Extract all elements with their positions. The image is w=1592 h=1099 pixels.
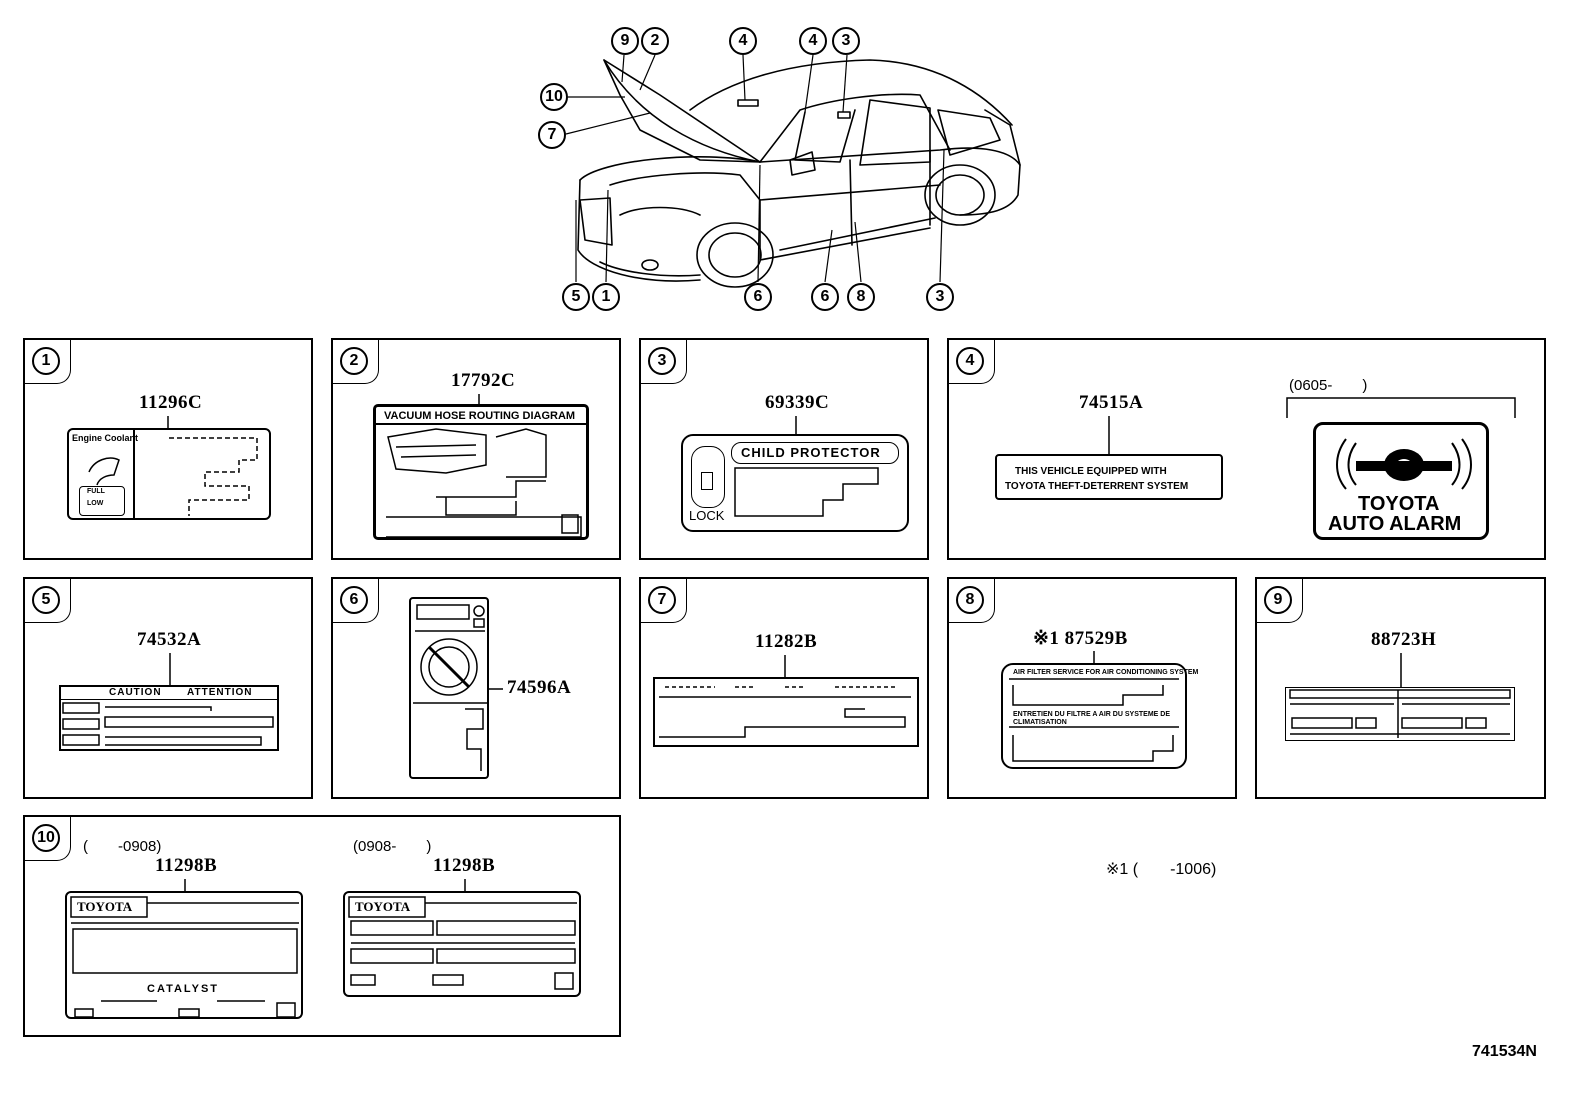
vacuum-hose-label: VACUUM HOSE ROUTING DIAGRAM bbox=[373, 404, 589, 540]
part-number: 11296C bbox=[139, 392, 203, 413]
coolant-label: Engine Coolant FULL LOW bbox=[67, 428, 271, 520]
lock-text: LOCK bbox=[689, 508, 725, 523]
callout-3-bottom: 3 bbox=[926, 283, 954, 311]
vehicle-emission-label-a: TOYOTA CATALYST bbox=[65, 891, 303, 1019]
callout-1: 1 bbox=[592, 283, 620, 311]
date-range-a: ( -0908) bbox=[83, 838, 162, 855]
part-number: 17792C bbox=[451, 370, 516, 391]
part-number: ※1 87529B bbox=[1033, 628, 1128, 649]
part-number-b: 11298B bbox=[433, 855, 496, 876]
full-mark: FULL bbox=[87, 488, 105, 495]
caution-label: CAUTION ATTENTION bbox=[59, 685, 279, 751]
caution-text: CAUTION bbox=[109, 687, 162, 698]
part-number: 74515A bbox=[1079, 392, 1144, 413]
date-range-b: (0908- ) bbox=[353, 838, 432, 855]
panel-number: 4 bbox=[956, 347, 984, 375]
panel-number: 5 bbox=[32, 586, 60, 614]
low-mark: LOW bbox=[87, 500, 104, 507]
theft-line-1: THIS VEHICLE EQUIPPED WITH bbox=[1015, 466, 1167, 477]
panel-5: 5 74532A CAUTION ATTENTION bbox=[23, 577, 313, 799]
panel-number: 7 bbox=[648, 586, 676, 614]
car-drawing bbox=[565, 54, 1021, 288]
auto-alarm-label: TOYOTA AUTO ALARM bbox=[1313, 422, 1489, 540]
panel-4: 4 74515A (0605- ) THIS VEHICLE EQUIPPED … bbox=[947, 338, 1546, 560]
attention-text: ATTENTION bbox=[187, 687, 253, 698]
panel-10: 10 ( -0908) 11298B (0908- ) 11298B TOYOT… bbox=[23, 815, 621, 1037]
panel-number: 9 bbox=[1264, 586, 1292, 614]
panel-number: 6 bbox=[340, 586, 368, 614]
callout-4-windshield: 4 bbox=[729, 27, 757, 55]
panel-1: 1 11296C Engine Coolant FULL LOW bbox=[23, 338, 313, 560]
air-filter-label: AIR FILTER SERVICE FOR AIR CONDITIONING … bbox=[1001, 663, 1198, 769]
tire-pressure-label bbox=[409, 597, 489, 779]
alarm-line-2: AUTO ALARM bbox=[1328, 513, 1462, 535]
part-number: 74596A bbox=[507, 677, 572, 698]
callout-6-front: 6 bbox=[744, 283, 772, 311]
toyota-text-a: TOYOTA bbox=[77, 899, 133, 914]
catalyst-text: CATALYST bbox=[147, 983, 220, 995]
air-filter-en: AIR FILTER SERVICE FOR AIR CONDITIONING … bbox=[1013, 669, 1199, 676]
tire-info-label bbox=[653, 677, 919, 747]
panel-2: 2 17792C VACUUM HOSE ROUTING DIAGRAM bbox=[331, 338, 621, 560]
panel-number: 1 bbox=[32, 347, 60, 375]
panel-number: 3 bbox=[648, 347, 676, 375]
callout-3-top: 3 bbox=[832, 27, 860, 55]
theft-line-2: TOYOTA THEFT-DETERRENT SYSTEM bbox=[1005, 481, 1189, 492]
panel-number: 10 bbox=[32, 824, 60, 852]
callout-8: 8 bbox=[847, 283, 875, 311]
panel-number: 8 bbox=[956, 586, 984, 614]
part-number: 11282B bbox=[755, 631, 818, 652]
emission-info-label bbox=[1285, 687, 1515, 741]
callout-5: 5 bbox=[562, 283, 590, 311]
child-protector-title: CHILD PROTECTOR bbox=[741, 445, 881, 460]
callout-9: 9 bbox=[611, 27, 639, 55]
panel-8: 8 ※1 87529B AIR FILTER SERVICE FOR AIR C… bbox=[947, 577, 1237, 799]
diagram-id: 741534N bbox=[1472, 1043, 1537, 1060]
part-number: 88723H bbox=[1371, 629, 1437, 650]
vacuum-title: VACUUM HOSE ROUTING DIAGRAM bbox=[384, 410, 576, 422]
alarm-line-1: TOYOTA bbox=[1358, 493, 1440, 515]
air-filter-fr: ENTRETIEN DU FILTRE A AIR DU SYSTEME DE … bbox=[1013, 711, 1170, 726]
part-number-a: 11298B bbox=[155, 855, 218, 876]
panel-7: 7 11282B bbox=[639, 577, 929, 799]
part-number: 69339C bbox=[765, 392, 830, 413]
panel-6: 6 74596A bbox=[331, 577, 621, 799]
panel-3: 3 69339C LOCK CHILD PROTECTOR bbox=[639, 338, 929, 560]
callout-7: 7 bbox=[538, 121, 566, 149]
coolant-title: Engine Coolant bbox=[72, 433, 138, 443]
footnote: ※1 ( -1006) bbox=[1106, 861, 1217, 878]
callout-10: 10 bbox=[540, 83, 568, 111]
date-range: (0605- ) bbox=[1289, 377, 1368, 394]
theft-deterrent-label: THIS VEHICLE EQUIPPED WITH TOYOTA THEFT-… bbox=[995, 454, 1223, 500]
panel-number: 2 bbox=[340, 347, 368, 375]
callout-4-window: 4 bbox=[799, 27, 827, 55]
toyota-text-b: TOYOTA bbox=[355, 899, 411, 914]
panel-9: 9 88723H bbox=[1255, 577, 1546, 799]
vehicle-emission-label-b: TOYOTA bbox=[343, 891, 581, 997]
child-protector-label: LOCK CHILD PROTECTOR bbox=[681, 434, 909, 532]
callout-6-rear: 6 bbox=[811, 283, 839, 311]
callout-2: 2 bbox=[641, 27, 669, 55]
part-number: 74532A bbox=[137, 629, 202, 650]
